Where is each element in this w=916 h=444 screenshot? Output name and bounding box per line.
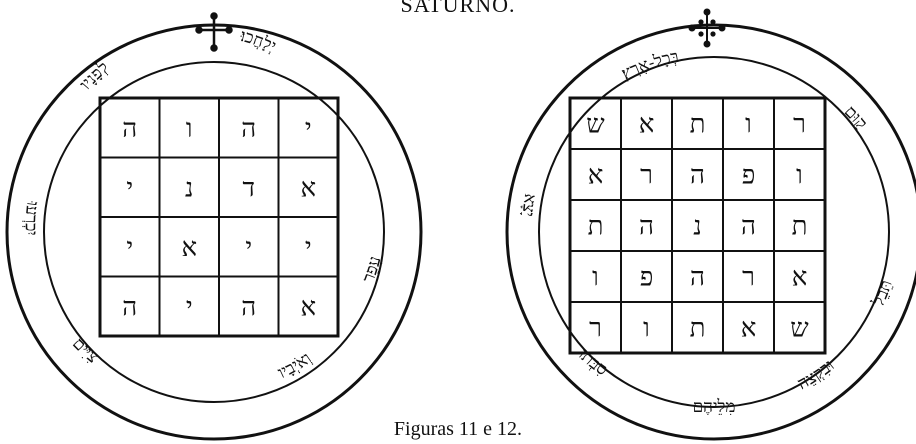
grid-letter: י [305, 233, 312, 263]
rim-inscription: יִכְרְעוּ [21, 199, 43, 236]
grid-letter: ו [592, 263, 599, 293]
grid-letter: ה [241, 114, 256, 144]
rim-inscription: יְלָחֲכוּ׃ [237, 26, 279, 57]
grid-letter: ר [742, 263, 755, 293]
rim-inscription: קַוָּם [840, 102, 871, 133]
outer-ring [507, 25, 916, 439]
grid-letter: ר [589, 314, 602, 344]
grid-letter: ת [792, 212, 808, 242]
grid-letter: ת [690, 314, 706, 344]
outer-ring [7, 25, 421, 439]
grid-letter: ה [741, 212, 756, 242]
grid-letter: ו [745, 110, 752, 140]
rim-inscription: מִלֵּיהֶם [693, 397, 736, 417]
grid-letter: ה [690, 161, 705, 191]
grid-letter: א [588, 161, 604, 191]
grid-letter: י [305, 114, 312, 144]
cross-symbol [197, 14, 232, 51]
grid-letter: נ [185, 173, 193, 203]
cross-symbol [690, 10, 725, 47]
grid-letter: ה [122, 292, 137, 322]
grid-letter: ו [796, 161, 803, 191]
grid-letter: נ [693, 212, 701, 242]
grid-letter: ו [186, 114, 193, 144]
figure-caption: Figuras 11 e 12. [0, 418, 916, 441]
grid-letter: ה [690, 263, 705, 293]
grid-letter: ה [241, 292, 256, 322]
grid-letter: ה [122, 114, 137, 144]
grid-letter: א [792, 263, 808, 293]
rim-inscription: וְאֹיְבָיו [275, 348, 315, 383]
rim-inscription: לְפָנָיו [76, 58, 113, 94]
rim-inscription: סִבְּתוּ [573, 344, 611, 380]
rim-inscription: עָפָר [359, 254, 386, 285]
grid-letter: א [741, 314, 757, 344]
rim-inscription: צִיִּים [68, 334, 102, 368]
grid-letter: ת [588, 212, 604, 242]
grid-letter: ר [793, 110, 806, 140]
grid-letter: ה [639, 212, 654, 242]
grid-letter: ו [643, 314, 650, 344]
pentacle-left: לְפָנָיו יְלָחֲכוּ׃ יִכְרְעוּ צִיִּים וְ… [7, 14, 421, 440]
grid-letter: א [300, 292, 316, 322]
grid-letter: א [639, 110, 655, 140]
grid-letter: ש [790, 314, 809, 344]
grid-letter: א [181, 233, 197, 263]
grid-letter: ד [242, 173, 255, 203]
grid-letter: י [245, 233, 252, 263]
rim-inscription: בְּכָל-אֶרֶץ׃ [618, 47, 680, 84]
grid-letter: פ [742, 161, 756, 191]
grid-letter: י [126, 233, 133, 263]
rim-inscription: יָצָא [518, 192, 541, 217]
grid-letter: ר [640, 161, 653, 191]
grid-letter: י [126, 173, 133, 203]
grid-letter: א [300, 173, 316, 203]
grid-letter: ש [586, 110, 605, 140]
grid-letter: י [186, 292, 193, 322]
grid-letter: ת [690, 110, 706, 140]
pentacle-right: בְּכָל-אֶרֶץ׃ קַוָּם יָצָא סִבְּתוּ וּבִ… [507, 10, 916, 440]
grid-letter: פ [640, 263, 654, 293]
